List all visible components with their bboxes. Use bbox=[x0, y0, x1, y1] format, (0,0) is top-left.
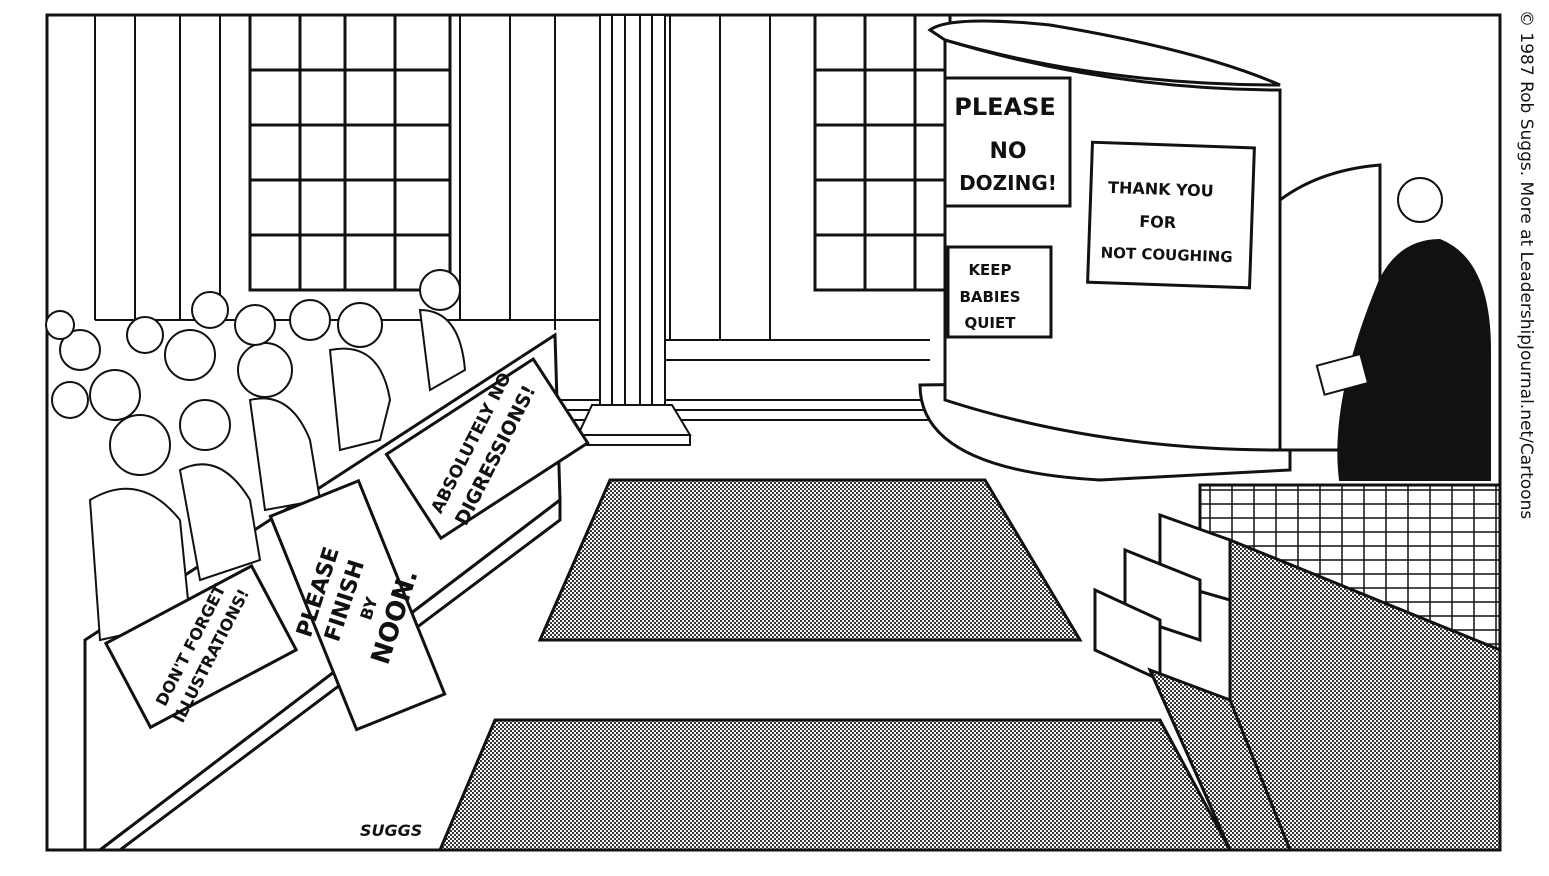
svg-text:PLEASE: PLEASE bbox=[954, 93, 1056, 121]
right-window bbox=[813, 13, 952, 292]
congregation bbox=[45, 269, 467, 642]
aisle-carpet bbox=[537, 478, 1083, 642]
copyright-notice: © 1987 Rob Suggs. More at LeadershipJour… bbox=[1508, 10, 1538, 610]
aisle-carpet-front bbox=[437, 718, 1233, 852]
sign-not-coughing: THANK YOU FOR NOT COUGHING bbox=[1086, 140, 1256, 290]
svg-text:NO: NO bbox=[989, 139, 1026, 164]
svg-text:DOZING!: DOZING! bbox=[959, 171, 1057, 195]
sign-no-dozing: PLEASE NO DOZING! bbox=[943, 76, 1072, 208]
svg-text:QUIET: QUIET bbox=[965, 314, 1017, 332]
preacher bbox=[1315, 177, 1491, 481]
svg-text:BABIES: BABIES bbox=[959, 288, 1020, 306]
svg-text:FOR: FOR bbox=[1139, 212, 1177, 232]
pulpit-stairs bbox=[1093, 163, 1502, 852]
column bbox=[576, 14, 692, 446]
sign-keep-babies-quiet: KEEP BABIES QUIET bbox=[946, 245, 1053, 339]
svg-text:THANK YOU: THANK YOU bbox=[1108, 178, 1214, 201]
sign-finish-by-noon: PLEASE FINISH BY NOON. bbox=[268, 478, 447, 732]
artist-signature: SUGGS bbox=[360, 821, 422, 840]
copyright-text: © 1987 Rob Suggs. More at LeadershipJour… bbox=[1516, 10, 1536, 520]
svg-text:NOT COUGHING: NOT COUGHING bbox=[1100, 244, 1233, 267]
svg-text:KEEP: KEEP bbox=[968, 261, 1011, 279]
left-window bbox=[248, 13, 452, 292]
